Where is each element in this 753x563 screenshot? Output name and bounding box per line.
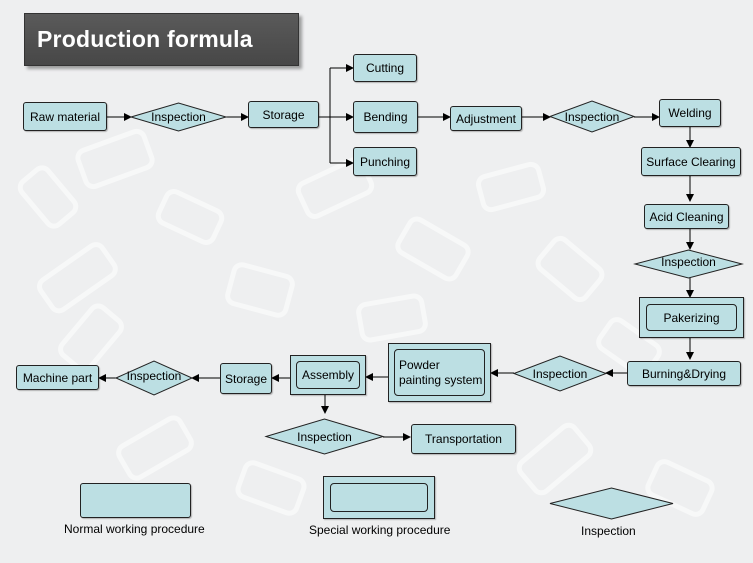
- pakerizing-label: Pakerizing: [646, 304, 737, 331]
- node-inspection-5: Inspection: [114, 360, 194, 396]
- powder-painting-label: Powder painting system: [394, 349, 485, 396]
- inspection-4-label: Inspection: [532, 366, 588, 381]
- assembly-label: Assembly: [296, 361, 360, 389]
- node-welding: Welding: [659, 99, 721, 127]
- legend-normal-label: Normal working procedure: [64, 522, 205, 536]
- node-surface-clearing: Surface Clearing: [641, 147, 741, 176]
- diamond-shape: [633, 249, 744, 279]
- inspection-5-label: Inspection: [126, 369, 182, 383]
- node-burning-drying: Burning&Drying: [627, 361, 741, 386]
- node-inspection-4: Inspection: [512, 355, 608, 392]
- inspection-6-label: Inspection: [297, 429, 352, 444]
- node-bending: Bending: [353, 101, 418, 133]
- inspection-2-label: Inspection: [564, 109, 620, 124]
- node-inspection-1: Inspection: [129, 102, 228, 132]
- node-storage-2: Storage: [220, 363, 272, 394]
- node-inspection-6: Inspection: [264, 418, 385, 455]
- legend-special-label: Special working procedure: [309, 523, 451, 537]
- node-punching: Punching: [353, 147, 417, 176]
- node-machine-part: Machine part: [16, 365, 99, 390]
- legend-normal-box: [80, 483, 191, 518]
- diamond-shape: [549, 487, 674, 520]
- page-title: Production formula: [37, 26, 253, 52]
- inspection-1-label: Inspection: [151, 110, 206, 124]
- node-inspection-2: Inspection: [548, 100, 636, 133]
- node-transportation: Transportation: [411, 424, 516, 454]
- legend-inspection-diamond: [549, 487, 674, 520]
- node-cutting: Cutting: [353, 54, 417, 82]
- node-powder-painting: Powder painting system: [388, 343, 491, 402]
- node-raw-material: Raw material: [23, 102, 107, 131]
- legend-inspection-label: Inspection: [581, 524, 636, 538]
- node-inspection-3: Inspection: [633, 249, 744, 279]
- node-adjustment: Adjustment: [450, 106, 522, 131]
- diamond-shape: [512, 355, 608, 392]
- title-banner: Production formula: [24, 13, 299, 66]
- node-acid-cleaning: Acid Cleaning: [644, 204, 729, 229]
- node-storage-1: Storage: [248, 101, 319, 128]
- diamond-shape: [548, 100, 636, 133]
- diamond-shape: [264, 418, 385, 455]
- legend-special-box: [323, 476, 435, 519]
- inspection-3-label: Inspection: [661, 255, 716, 269]
- diamond-shape: [114, 360, 194, 396]
- legend-special-inner: [330, 483, 428, 512]
- node-assembly: Assembly: [290, 355, 366, 395]
- node-pakerizing: Pakerizing: [639, 297, 744, 338]
- diamond-shape: [129, 102, 228, 132]
